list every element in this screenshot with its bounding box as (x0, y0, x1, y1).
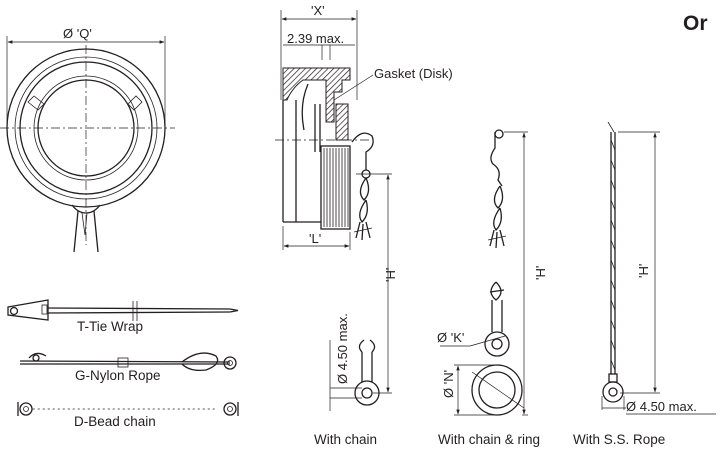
chain-ring-height-label: 'H' (533, 266, 548, 280)
knurl-lines (323, 148, 349, 227)
cap-side-view: 'X' 2.39 max. Gasket (Disk) (275, 3, 453, 250)
diameter-n-label: Ø 'N' (441, 370, 456, 398)
max-239-label: 2.39 max. (287, 31, 344, 46)
chain-attachment-drawing: 'H' Ø 4.50 max. (329, 132, 398, 411)
cap-front-view: Ø 'Q' (0, 26, 175, 253)
g-nylon-rope-drawing (19, 352, 237, 372)
chain-hole-label: Ø 4.50 max. (335, 313, 350, 384)
rope-attachment-drawing: 'H' Ø 4.50 max. (601, 121, 716, 415)
rope-hole-label: Ø 4.50 max. (626, 399, 697, 414)
chain-ring-attachment-drawing: Ø 'K' Ø 'N' 'H' (437, 129, 548, 416)
d-bead-chain-label: D-Bead chain (74, 414, 156, 429)
chain-height-label: 'H' (383, 268, 398, 282)
dimension-l-label: 'L' (309, 231, 321, 246)
g-nylon-rope-label: G-Nylon Rope (75, 368, 161, 383)
d-bead-chain-drawing (17, 402, 239, 416)
dimension-x-label: 'X' (311, 3, 325, 18)
t-tie-wrap-drawing (7, 299, 239, 321)
diameter-q-label: Ø 'Q' (63, 26, 92, 41)
t-tie-wrap-label: T-Tie Wrap (77, 319, 143, 334)
chain-caption: With chain (314, 432, 377, 447)
rope-height-label: 'H' (636, 264, 651, 278)
rope-caption: With S.S. Rope (573, 432, 665, 447)
gasket-label: Gasket (Disk) (374, 66, 453, 81)
chain-ring-caption: With chain & ring (438, 432, 540, 447)
page-title: Or (683, 12, 708, 35)
diameter-k-label: Ø 'K' (437, 330, 464, 345)
